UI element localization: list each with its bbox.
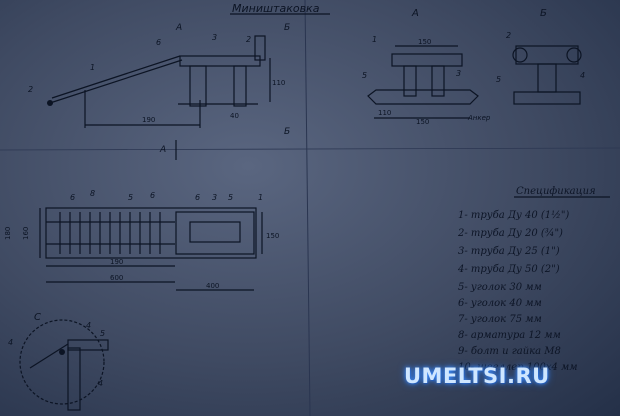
part-number: 2 [506,31,511,40]
part-number: 6 [70,193,75,202]
view-b-platform [515,45,579,65]
fold-line [0,147,620,151]
rungs [59,212,161,254]
view-a-leg [431,65,445,97]
spec-item: 10- швеллер 100х4 мм [458,362,578,373]
section-b-marker-lower: Б [284,127,290,137]
detail-platform [67,339,109,351]
part-number: 1 [258,193,263,202]
view-a-label: А [411,8,419,19]
part-number: 5 [228,193,233,202]
platform [179,55,261,67]
dim-label: 150 [266,232,279,240]
section-a-marker: А [175,23,182,33]
detail-bolt [59,349,65,355]
part-number: 4 [86,321,91,330]
section-b-marker: Б [284,23,290,33]
part-number: 4 [580,71,585,80]
view-b: Б 2 5 4 [496,8,585,105]
dim-label: 190 [142,116,155,124]
detail-c: С 4 4 5 4 [8,312,109,411]
end-stop [254,35,266,61]
part-number: 1 [372,35,377,44]
view-b-base [513,91,581,105]
view-a-leg [403,65,417,97]
plan-frame [45,207,257,259]
front-leg [189,65,207,107]
site-watermark: UMELTSI.RU [404,364,550,388]
dim-label: 150 [418,38,431,46]
spec-item: 9- болт и гайка М8 [458,346,561,357]
part-number: 4 [8,338,13,347]
ramp-tube-upper [51,55,181,99]
view-a-platform [391,53,463,67]
part-number: 2 [28,85,33,94]
spec-item: 3- труба Ду 25 (1") [458,246,560,257]
spec-item: 1- труба Ду 40 (1½") [458,210,569,221]
view-a-base [367,89,479,105]
spec-item: 5- уголок 30 мм [458,282,542,293]
plan-view: 160 180 150 190 600 400 6 8 5 6 6 3 5 1 [4,189,279,291]
part-number: 3 [456,69,461,78]
dim-label: 110 [378,109,391,117]
plan-platform [175,211,255,255]
part-number: 3 [212,193,217,202]
detail-post [67,347,81,411]
plan-platform-inner [189,221,241,243]
spec-item: 6- уголок 40 мм [458,298,542,309]
dim-label: 150 [416,118,429,126]
detail-tube [29,343,69,369]
detail-circle [19,319,105,405]
part-number: 5 [362,71,367,80]
part-number: 5 [496,75,501,84]
spec-item: 8- арматура 12 мм [458,330,561,341]
section-a-marker-lower: А [159,145,166,155]
specification: Спецификация 1- труба Ду 40 (1½") 2- тру… [457,186,610,373]
view-b-label: Б [540,8,547,19]
spec-item: 2- труба Ду 20 (¾") [457,228,563,239]
part-number: 5 [100,329,105,338]
dim-label: 400 [206,282,219,290]
dim-label: 110 [272,79,285,87]
dim-label: 160 [22,227,30,240]
dim-label: 190 [110,258,123,266]
part-number: 8 [90,189,95,198]
part-number: 6 [156,38,161,47]
spec-item: 7- уголок 75 мм [458,314,542,325]
rear-leg [233,65,247,107]
side-view: 190 110 40 2 1 6 3 2 А Б Б А [28,23,290,160]
part-number: 4 [98,379,103,388]
part-number: 1 [90,63,95,72]
part-number: 5 [128,193,133,202]
anchor-note: Анкер [467,114,491,122]
part-number: 2 [246,35,251,44]
spec-item: 4- труба Ду 50 (2") [457,264,560,275]
view-c-label: С [34,312,41,323]
view-b-tube [512,47,528,63]
part-number: 3 [212,33,217,42]
spec-title: Спецификация [516,186,596,197]
part-number: 6 [195,193,200,202]
part-number: 6 [150,191,155,200]
dim-label: 40 [230,112,239,120]
dim-label: 600 [110,274,123,282]
dim-label: 180 [4,227,12,240]
drawing-title: Миништаковка [232,2,320,15]
view-b-leg [537,63,557,93]
view-a: А 150 110 150 Анкер 1 5 3 [362,8,491,126]
view-b-tube [566,47,582,63]
ramp-tube [49,59,183,104]
fold-line [304,0,311,416]
